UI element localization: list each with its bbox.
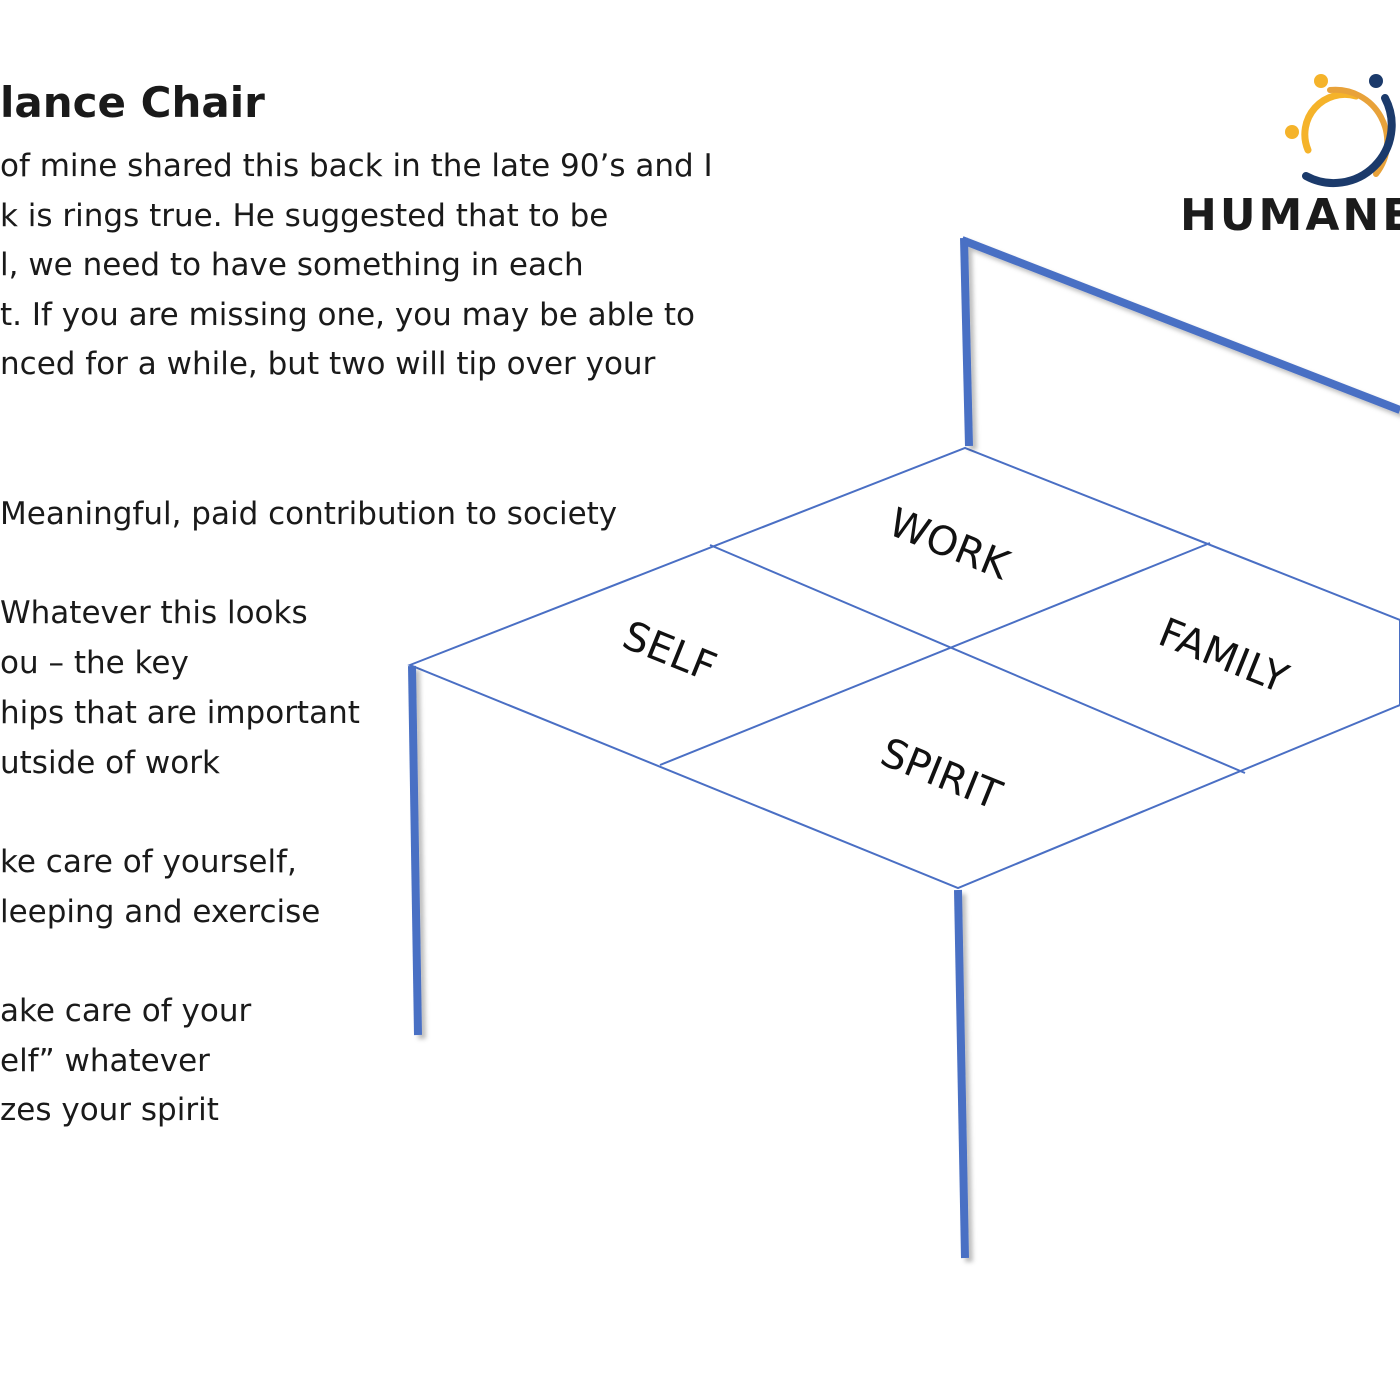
logo-mark-icon bbox=[1285, 74, 1396, 187]
intro-line-1: of mine shared this back in the late 90’… bbox=[0, 148, 713, 184]
intro-line-2: k is rings true. He suggested that to be bbox=[0, 198, 609, 234]
logo-text: HUMANE bbox=[1180, 190, 1400, 241]
label-work: WORK bbox=[882, 500, 1017, 590]
chair-back-post bbox=[960, 237, 973, 447]
intro-line-3: l, we need to have something in each bbox=[0, 247, 584, 283]
spirit-line-1: ake care of your bbox=[0, 993, 252, 1029]
label-spirit: SPIRIT bbox=[874, 730, 1008, 820]
humane-logo: HUMANE bbox=[1180, 68, 1400, 258]
intro-line-4: t. If you are missing one, you may be ab… bbox=[0, 297, 696, 333]
slide-title: lance Chair bbox=[0, 78, 265, 127]
intro-line-5: nced for a while, but two will tip over … bbox=[0, 346, 656, 382]
label-self: SELF bbox=[616, 613, 722, 692]
work-description: Meaningful, paid contribution to society bbox=[0, 496, 618, 532]
seat-divider-1 bbox=[709, 544, 1246, 774]
chair-leg-left bbox=[408, 665, 422, 1036]
self-line-1: ke care of yourself, bbox=[0, 844, 297, 880]
family-line-4: utside of work bbox=[0, 745, 220, 781]
chair-seat bbox=[407, 446, 1400, 890]
spirit-line-3: zes your spirit bbox=[0, 1092, 219, 1128]
spirit-line-2: elf” whatever bbox=[0, 1043, 210, 1079]
chair-back-rail bbox=[960, 236, 1400, 414]
family-line-2: ou – the key bbox=[0, 645, 189, 681]
family-line-1: Whatever this looks bbox=[0, 595, 308, 631]
label-family: FAMILY bbox=[1152, 610, 1294, 703]
family-line-3: hips that are important bbox=[0, 695, 360, 731]
seat-divider-2 bbox=[659, 542, 1211, 766]
self-line-2: leeping and exercise bbox=[0, 894, 321, 930]
chair-leg-front bbox=[954, 889, 969, 1259]
